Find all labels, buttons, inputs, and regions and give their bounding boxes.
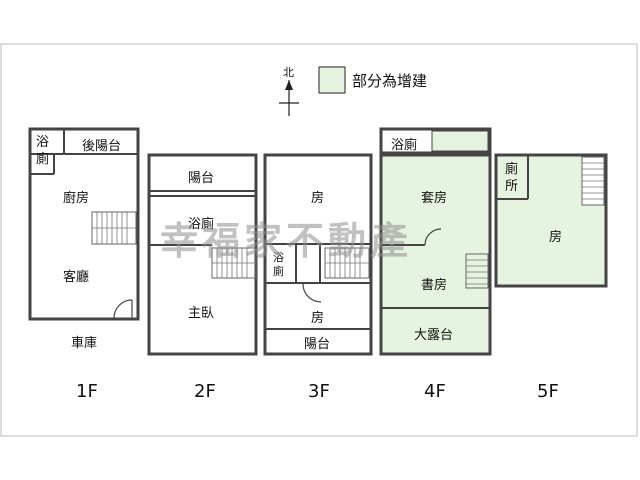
room-label-4f-study: 書房 (421, 278, 448, 293)
floor-label-4f: 4F (424, 381, 446, 402)
room-label-1f-back-balcony: 後陽台 (82, 139, 122, 154)
room-label-1f-bath: 浴廁 (36, 135, 50, 167)
room-label-3f-room-top: 房 (311, 191, 325, 206)
north-arrow-icon (279, 80, 299, 116)
outer-frame (0, 43, 638, 437)
floor-3f-plan (263, 153, 373, 356)
floor-4f-plan (379, 127, 492, 356)
room-label-1f-garage: 車庫 (71, 336, 98, 351)
room-label-4f-bath: 浴廁 (391, 138, 418, 153)
room-label-3f-room-bottom: 房 (311, 311, 325, 326)
room-label-2f-bath: 浴廁 (188, 217, 215, 232)
room-label-2f-balcony: 陽台 (188, 171, 215, 186)
room-label-5f-room: 房 (549, 230, 563, 245)
room-label-4f-suite: 套房 (421, 191, 448, 206)
room-label-1f-kitchen: 廚房 (63, 191, 90, 206)
room-label-3f-bath: 浴廁 (273, 251, 284, 278)
room-label-4f-terrace: 大露台 (414, 328, 454, 343)
floor-5f-plan (494, 153, 608, 288)
floor-2f-plan (147, 153, 258, 356)
watermark-text: 幸福家不動產 (160, 218, 413, 263)
floor-label-5f: 5F (537, 381, 559, 402)
legend-label: 部分為增建 (352, 72, 428, 90)
floor-label-2f: 2F (194, 381, 216, 402)
legend-swatch (318, 66, 346, 94)
room-label-5f-toilet: 廁所 (505, 162, 519, 194)
floor-1f-plan (28, 127, 140, 321)
north-label: 北 (283, 66, 294, 79)
floor-label-1f: 1F (76, 381, 98, 402)
room-label-1f-living: 客廳 (63, 270, 90, 285)
room-label-3f-balcony: 陽台 (304, 337, 331, 352)
floor-label-3f: 3F (308, 381, 330, 402)
room-label-2f-master: 主臥 (188, 306, 215, 321)
